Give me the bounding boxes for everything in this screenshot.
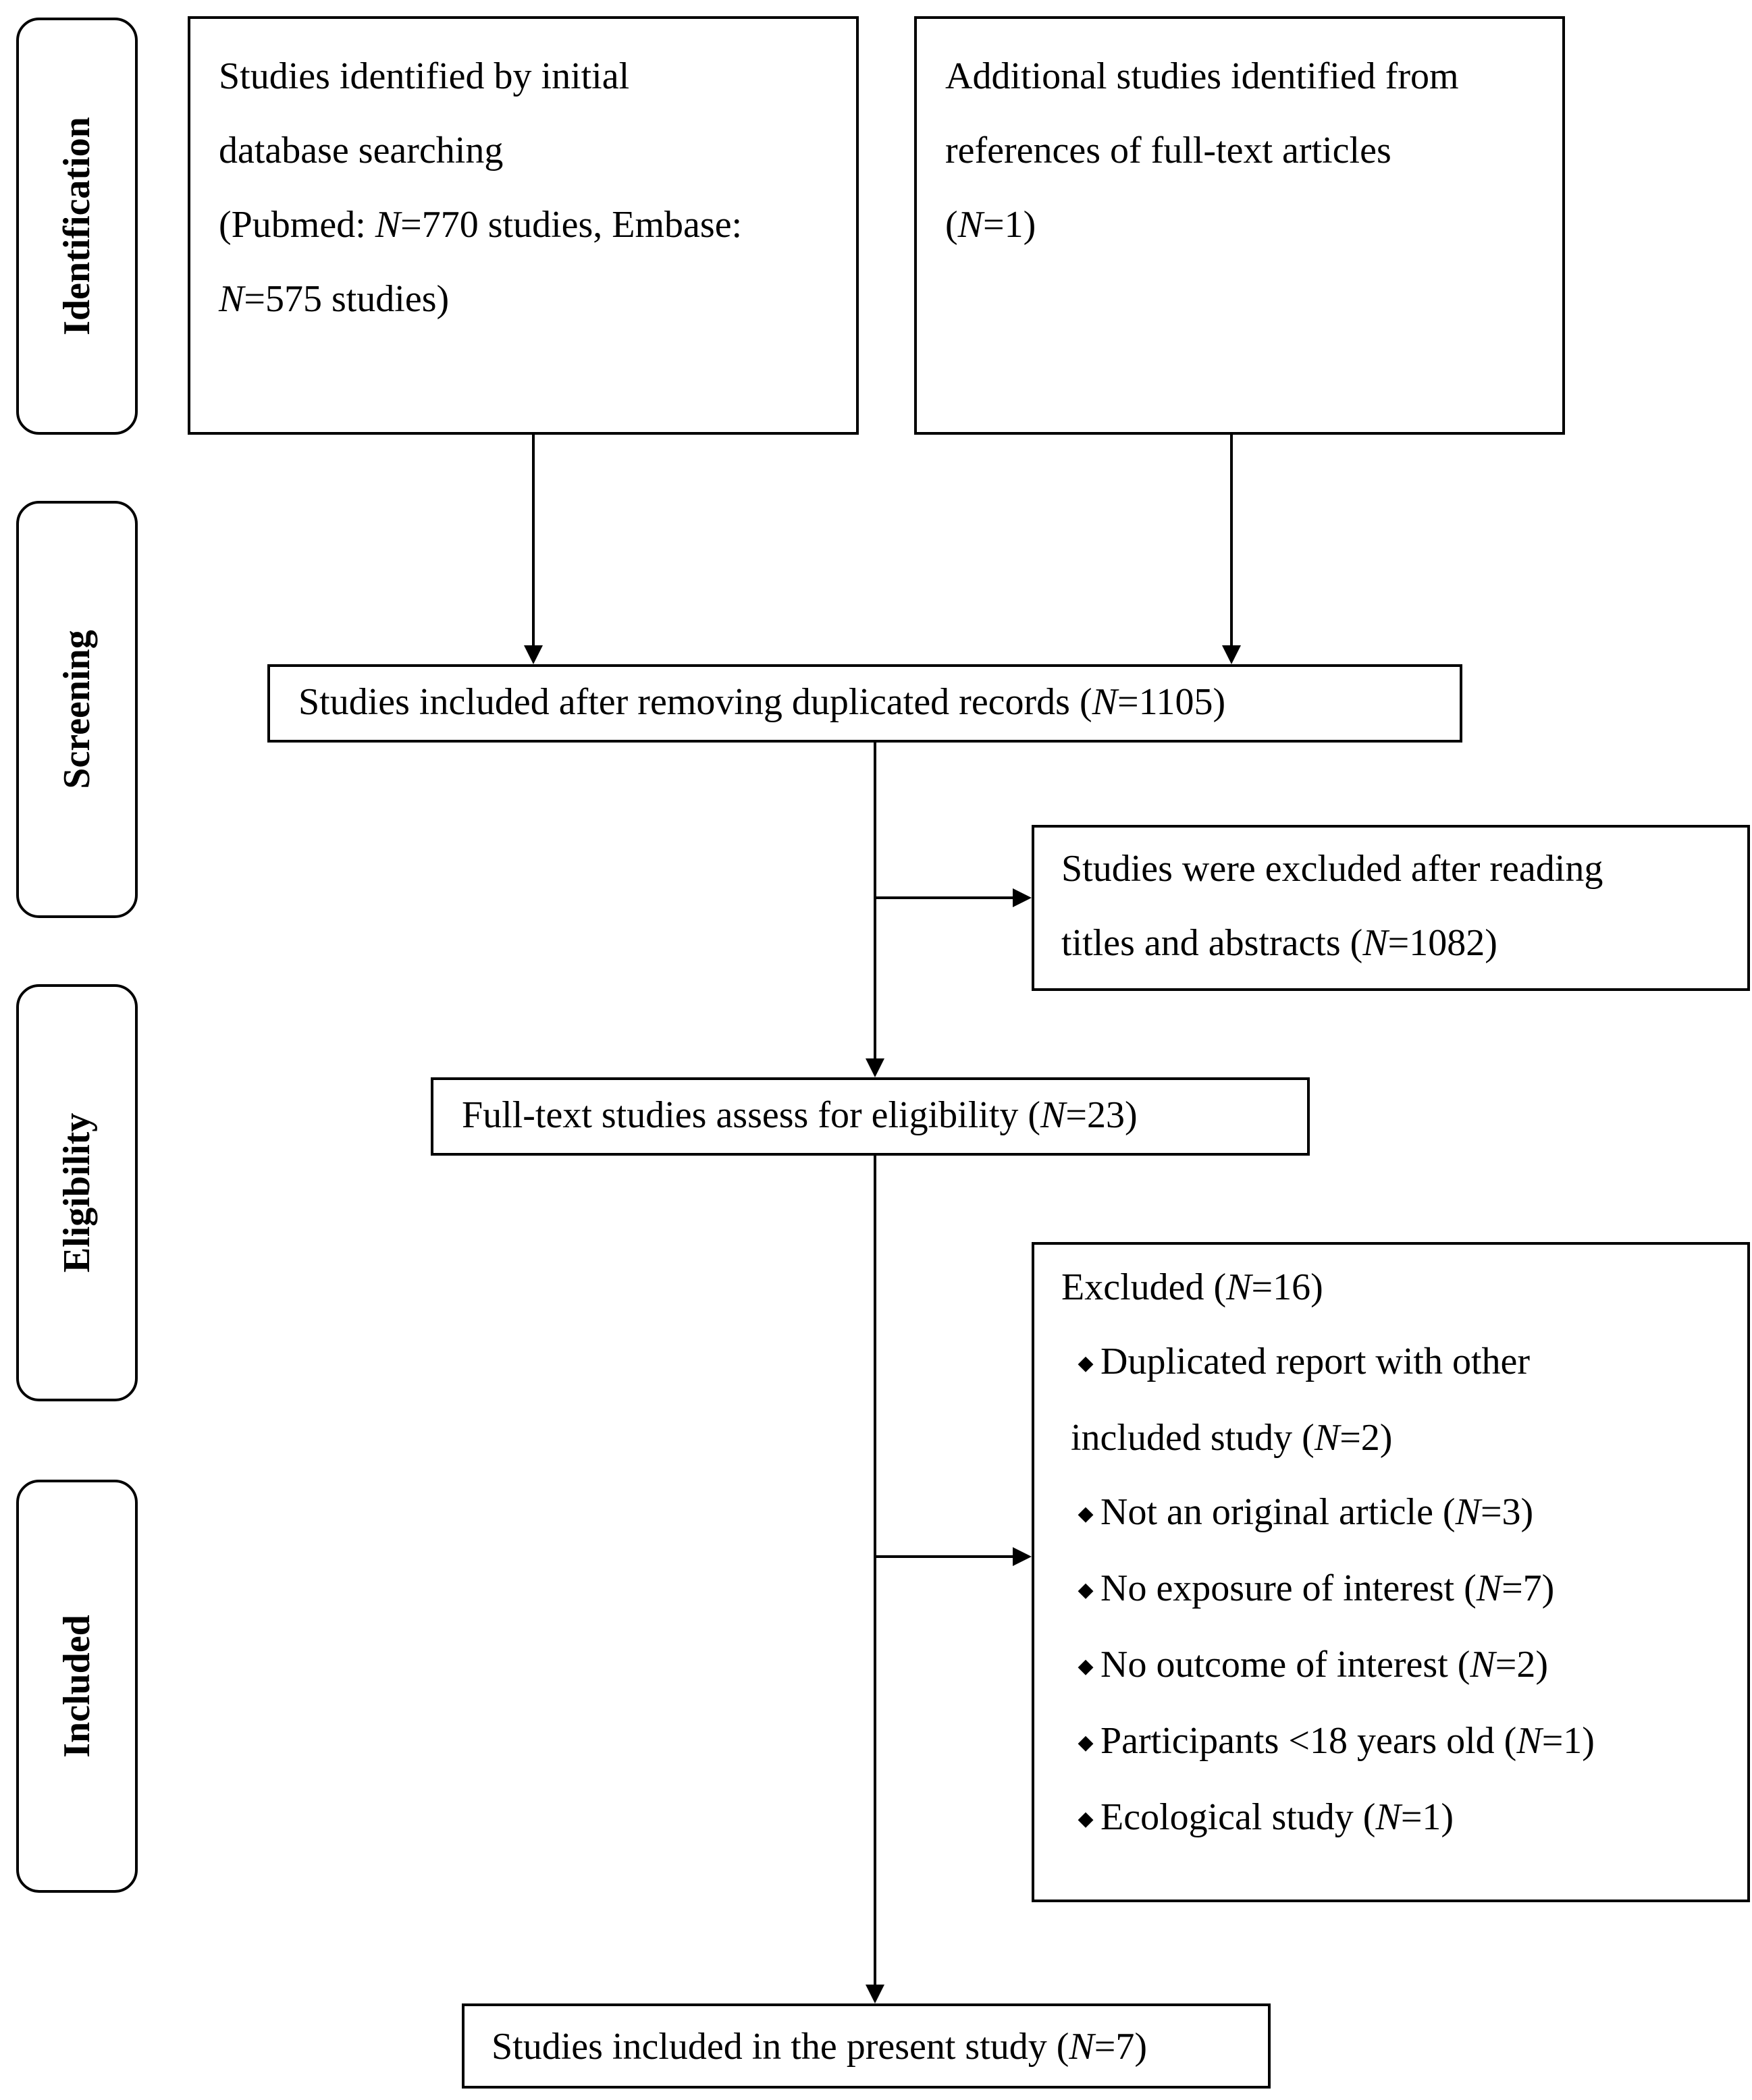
exclusion-item: ◆ No exposure of interest (N=7) (1061, 1551, 1747, 1627)
diamond-bullet-icon: ◆ (1078, 1808, 1094, 1830)
diamond-bullet-icon: ◆ (1078, 1503, 1094, 1525)
box-line: database searching (219, 130, 504, 171)
box-line: Studies were excluded after reading (1061, 848, 1603, 890)
diamond-bullet-icon: ◆ (1078, 1579, 1094, 1601)
box-excluded-fulltext: Excluded (N=16) ◆ Duplicated report with … (1032, 1242, 1750, 1902)
box-line: Studies identified by initial (219, 55, 630, 97)
diamond-bullet-icon: ◆ (1078, 1731, 1094, 1754)
exclusion-item: ◆ Duplicated report with other (1061, 1324, 1747, 1401)
box-line: N=575 studies) (219, 278, 450, 320)
box-excluded-titles: Studies were excluded after reading titl… (1032, 825, 1750, 991)
exclusion-item-text: Participants <18 years old (N=1) (1100, 1720, 1595, 1762)
diamond-bullet-icon: ◆ (1078, 1655, 1094, 1677)
exclusion-item-text: Duplicated report with other (1100, 1341, 1531, 1382)
diamond-bullet-icon: ◆ (1078, 1352, 1094, 1374)
stage-eligibility: Eligibility (16, 984, 138, 1401)
stage-included: Included (16, 1480, 138, 1893)
box-line: titles and abstracts (N=1082) (1061, 922, 1497, 964)
exclusion-item: ◆ No outcome of interest (N=2) (1061, 1627, 1747, 1704)
exclusion-item: ◆ Participants <18 years old (N=1) (1061, 1704, 1747, 1780)
exclusion-item-text: Not an original article (N=3) (1100, 1491, 1534, 1533)
exclusion-item: ◆ Ecological study (N=1) (1061, 1780, 1747, 1856)
box-line: (N=1) (945, 204, 1036, 246)
exclusion-item: ◆ Not an original article (N=3) (1061, 1475, 1747, 1551)
exclusion-item-text: No exposure of interest (N=7) (1100, 1567, 1555, 1609)
box-line: references of full-text articles (945, 130, 1391, 171)
box-additional-studies: Additional studies identified from refer… (914, 16, 1565, 435)
box-fulltext-assessed: Full-text studies assess for eligibility… (431, 1077, 1310, 1156)
stage-identification: Identification (16, 18, 138, 435)
box-initial-search: Studies identified by initial database s… (188, 16, 859, 435)
excluded-title: Excluded (N=16) (1061, 1266, 1323, 1308)
exclusion-item-text: Ecological study (N=1) (1100, 1796, 1454, 1838)
box-line: (Pubmed: N=770 studies, Embase: (219, 204, 743, 246)
exclusion-item-text: No outcome of interest (N=2) (1100, 1644, 1549, 1686)
box-line: Additional studies identified from (945, 55, 1459, 97)
exclusion-item-continuation: included study (N=2) (1061, 1401, 1747, 1475)
box-line: Full-text studies assess for eligibility… (462, 1094, 1138, 1136)
box-line: Studies included after removing duplicat… (298, 681, 1226, 723)
stage-screening: Screening (16, 501, 138, 918)
box-line: Studies included in the present study (N… (492, 2026, 1148, 2068)
box-deduplicated: Studies included after removing duplicat… (267, 664, 1462, 743)
exclusion-item-text: included study (N=2) (1071, 1417, 1393, 1459)
box-included-studies: Studies included in the present study (N… (462, 2003, 1271, 2089)
